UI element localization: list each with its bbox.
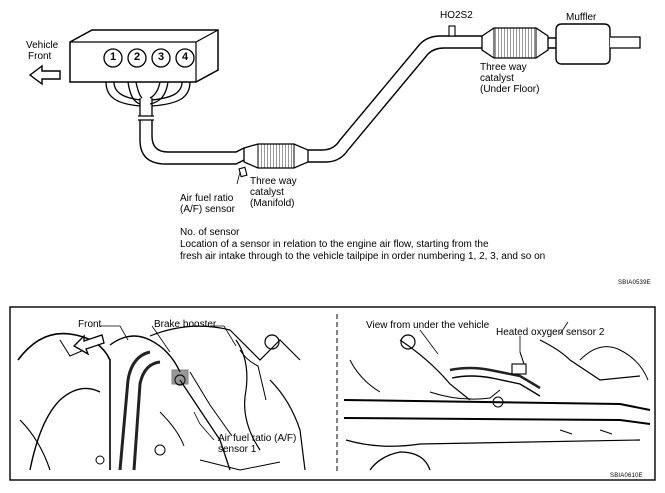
- note-title: No. of sensor: [180, 227, 240, 238]
- underfloor-catalyst: [481, 27, 549, 59]
- vehicle-front-label-2: Front: [28, 51, 52, 62]
- underfloor-catalyst-label-2: catalyst: [480, 73, 514, 84]
- muffler-label: Muffler: [566, 12, 597, 23]
- underfloor-catalyst-label-1: Three way: [480, 62, 527, 73]
- vehicle-front-arrow-icon: [28, 64, 61, 86]
- cylinder-3-label: 3: [157, 51, 165, 63]
- muffler-body: [555, 23, 641, 65]
- cylinder-circles: [103, 48, 195, 68]
- af-sensor-1-label-1: Air fuel ratio (A/F): [218, 433, 297, 444]
- front-exhaust-pipe: [139, 120, 245, 165]
- ho2s2-sensor-icon: [448, 25, 456, 37]
- heated-oxygen-sensor-2-label: Heated oxygen sensor 2: [496, 327, 605, 338]
- manifold-catalyst: [243, 143, 309, 169]
- underfloor-catalyst-label-3: (Under Floor): [480, 84, 540, 95]
- note-line-1: Location of a sensor in relation to the …: [180, 239, 489, 250]
- top-figure-code: SBIA0539E: [618, 280, 651, 286]
- vehicle-front-label-1: Vehicle: [26, 40, 59, 51]
- leader-lines-right: [419, 329, 521, 355]
- front-arrow-icon: [72, 334, 105, 356]
- bottom-frame: [9, 306, 656, 481]
- af-sensor-label-1: Air fuel ratio: [180, 193, 234, 204]
- center-exhaust-pipe: [308, 35, 482, 163]
- manifold-catalyst-label-3: (Manifold): [250, 198, 295, 209]
- under-vehicle-photo: [343, 321, 651, 471]
- exhaust-manifold: [105, 81, 191, 121]
- manifold-catalyst-label-1: Three way: [250, 176, 297, 187]
- bottom-figure-code: SBIA0610E: [610, 473, 643, 479]
- brake-booster-label: Brake booster: [154, 319, 217, 330]
- engine-bay-photo: [17, 325, 306, 471]
- cylinder-1-label: 1: [109, 51, 117, 63]
- front-label: Front: [78, 319, 102, 330]
- cylinder-4-label: 4: [181, 51, 189, 63]
- af-sensor-icon: [236, 166, 248, 185]
- af-sensor-1-label-2: sensor 1: [218, 444, 257, 455]
- af-sensor-label-2: (A/F) sensor: [180, 204, 236, 215]
- ho2s2-label: HO2S2: [440, 10, 473, 21]
- cylinder-2-label: 2: [133, 51, 141, 63]
- note-line-2: fresh air intake through to the vehicle …: [180, 251, 546, 262]
- leader-lines-left: [100, 325, 237, 441]
- manifold-catalyst-label-2: catalyst: [250, 187, 284, 198]
- view-from-under-label: View from under the vehicle: [366, 320, 490, 331]
